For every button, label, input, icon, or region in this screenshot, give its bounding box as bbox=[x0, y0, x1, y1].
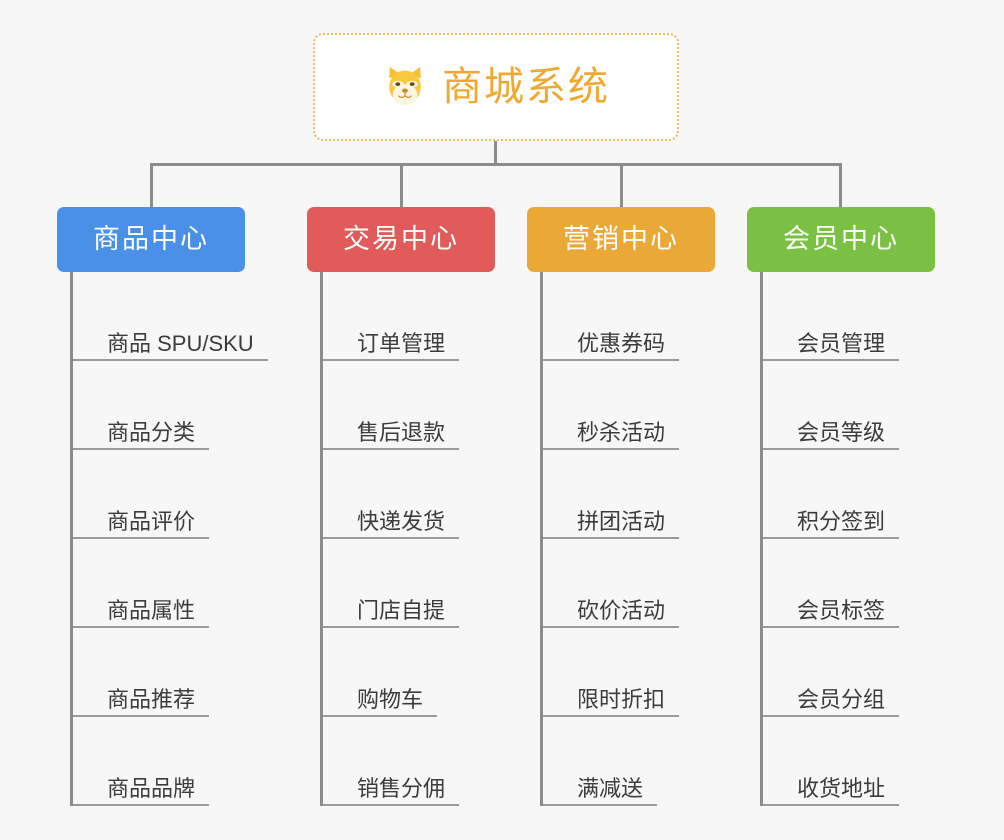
leaf-label: 购物车 bbox=[357, 687, 424, 712]
list-item[interactable]: 商品评价 bbox=[73, 450, 245, 539]
list-item[interactable]: 砍价活动 bbox=[543, 539, 715, 628]
leaf-label: 门店自提 bbox=[357, 598, 446, 623]
leaf-label: 订单管理 bbox=[357, 331, 446, 356]
category-label-0: 商品中心 bbox=[93, 224, 209, 254]
leaf-label: 拼团活动 bbox=[577, 509, 666, 534]
leaf-label: 商品属性 bbox=[107, 598, 196, 623]
list-item[interactable]: 收货地址 bbox=[763, 717, 935, 806]
leaf-list-3: 会员管理 会员等级 积分签到 会员标签 会员分组 收货地址 bbox=[760, 272, 935, 806]
leaf-list-0: 商品 SPU/SKU 商品分类 商品评价 商品属性 商品推荐 商品品牌 bbox=[70, 272, 268, 806]
list-item[interactable]: 会员管理 bbox=[763, 272, 935, 361]
root-title: 商城系统 bbox=[442, 65, 610, 109]
list-item[interactable]: 销售分佣 bbox=[323, 717, 495, 806]
leaf-list-2: 优惠券码 秒杀活动 拼团活动 砍价活动 限时折扣 满减送 bbox=[540, 272, 715, 806]
list-item[interactable]: 会员等级 bbox=[763, 361, 935, 450]
leaf-label: 砍价活动 bbox=[577, 598, 666, 623]
category-label-3: 会员中心 bbox=[783, 224, 899, 254]
list-item[interactable]: 优惠券码 bbox=[543, 272, 715, 361]
leaf-label: 商品品牌 bbox=[107, 776, 196, 801]
list-item[interactable]: 拼团活动 bbox=[543, 450, 715, 539]
category-column-2: 营销中心 优惠券码 秒杀活动 拼团活动 砍价活动 限时折扣 满减送 bbox=[527, 207, 715, 806]
category-header-3[interactable]: 会员中心 bbox=[747, 207, 935, 272]
category-label-1: 交易中心 bbox=[343, 224, 459, 254]
connector-root-stem bbox=[494, 141, 497, 165]
list-item[interactable]: 商品属性 bbox=[73, 539, 245, 628]
list-item[interactable]: 订单管理 bbox=[323, 272, 495, 361]
leaf-label: 优惠券码 bbox=[577, 331, 666, 356]
category-header-0[interactable]: 商品中心 bbox=[57, 207, 245, 272]
leaf-label: 限时折扣 bbox=[577, 687, 666, 712]
leaf-label: 收货地址 bbox=[797, 776, 886, 801]
list-item[interactable]: 快递发货 bbox=[323, 450, 495, 539]
connector-drop-1 bbox=[400, 163, 403, 209]
leaf-label: 会员分组 bbox=[797, 687, 886, 712]
leaf-label: 快递发货 bbox=[357, 509, 446, 534]
leaf-label: 秒杀活动 bbox=[577, 420, 666, 445]
leaf-label: 售后退款 bbox=[357, 420, 446, 445]
category-label-2: 营销中心 bbox=[563, 224, 679, 254]
leaf-list-1: 订单管理 售后退款 快递发货 门店自提 购物车 销售分佣 bbox=[320, 272, 495, 806]
list-item[interactable]: 秒杀活动 bbox=[543, 361, 715, 450]
connector-drop-2 bbox=[620, 163, 623, 209]
leaf-label: 积分签到 bbox=[797, 509, 886, 534]
list-item[interactable]: 商品 SPU/SKU bbox=[73, 272, 268, 361]
connector-drop-3 bbox=[839, 163, 842, 209]
category-header-2[interactable]: 营销中心 bbox=[527, 207, 715, 272]
connector-drop-0 bbox=[150, 163, 153, 209]
leaf-label: 商品推荐 bbox=[107, 687, 196, 712]
list-item[interactable]: 商品品牌 bbox=[73, 717, 245, 806]
leaf-label: 会员管理 bbox=[797, 331, 886, 356]
category-header-1[interactable]: 交易中心 bbox=[307, 207, 495, 272]
leaf-label: 会员等级 bbox=[797, 420, 886, 445]
leaf-label: 商品评价 bbox=[107, 509, 196, 534]
list-item[interactable]: 会员标签 bbox=[763, 539, 935, 628]
list-item[interactable]: 售后退款 bbox=[323, 361, 495, 450]
leaf-label: 商品分类 bbox=[107, 420, 196, 445]
list-item[interactable]: 满减送 bbox=[543, 717, 715, 806]
category-column-0: 商品中心 商品 SPU/SKU 商品分类 商品评价 商品属性 商品推荐 商品品牌 bbox=[57, 207, 268, 806]
list-item[interactable]: 限时折扣 bbox=[543, 628, 715, 717]
list-item[interactable]: 商品推荐 bbox=[73, 628, 245, 717]
leaf-label: 会员标签 bbox=[797, 598, 886, 623]
list-item[interactable]: 会员分组 bbox=[763, 628, 935, 717]
list-item[interactable]: 门店自提 bbox=[323, 539, 495, 628]
connector-horizontal-bus bbox=[150, 163, 842, 166]
list-item[interactable]: 积分签到 bbox=[763, 450, 935, 539]
shiba-dog-icon bbox=[389, 66, 421, 106]
category-column-3: 会员中心 会员管理 会员等级 积分签到 会员标签 会员分组 收货地址 bbox=[747, 207, 935, 806]
leaf-label: 销售分佣 bbox=[357, 776, 446, 801]
leaf-label: 满减送 bbox=[577, 776, 644, 801]
leaf-label: 商品 SPU/SKU bbox=[107, 331, 254, 356]
list-item[interactable]: 商品分类 bbox=[73, 361, 245, 450]
list-item[interactable]: 购物车 bbox=[323, 628, 495, 717]
root-node[interactable]: 商城系统 bbox=[313, 33, 679, 141]
category-column-1: 交易中心 订单管理 售后退款 快递发货 门店自提 购物车 销售分佣 bbox=[307, 207, 495, 806]
